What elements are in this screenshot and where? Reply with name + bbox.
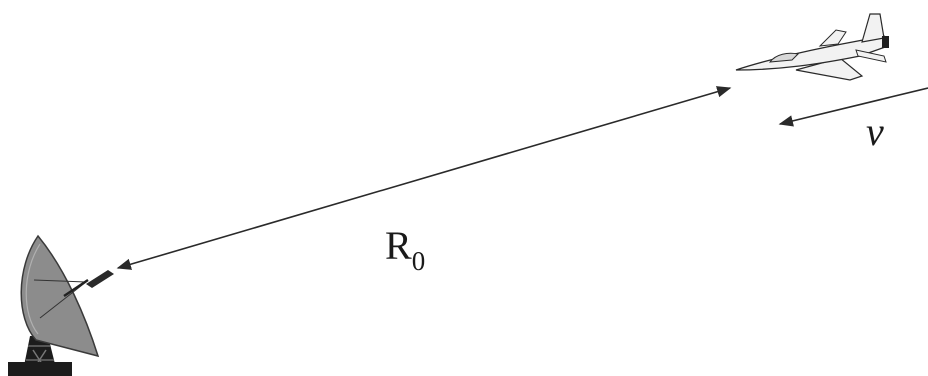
velocity-arrow xyxy=(778,87,928,127)
range-label-subscript: 0 xyxy=(411,246,426,276)
velocity-label: v xyxy=(866,109,884,154)
radar-dish-icon xyxy=(8,234,114,376)
jet-aircraft-icon xyxy=(735,13,889,81)
range-label-main: R xyxy=(385,223,412,268)
range-line xyxy=(116,86,732,270)
range-label: R0 xyxy=(385,222,425,276)
